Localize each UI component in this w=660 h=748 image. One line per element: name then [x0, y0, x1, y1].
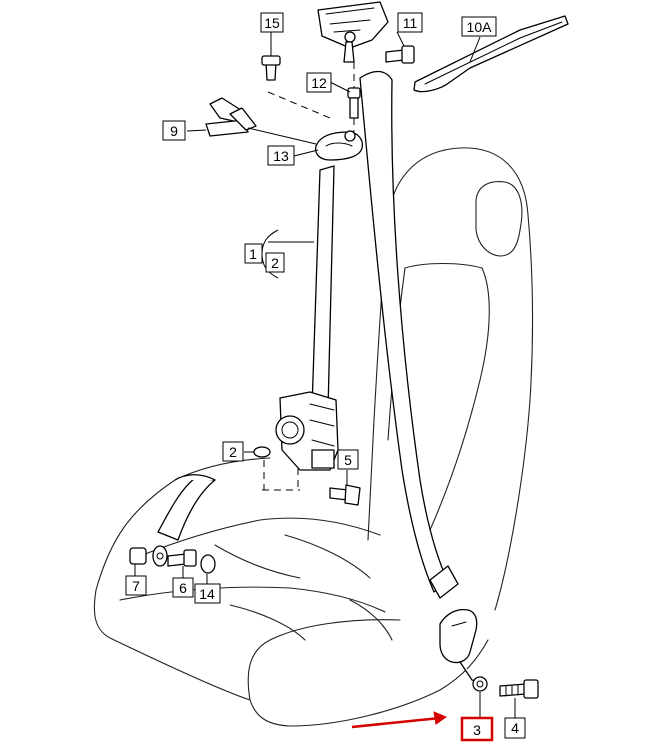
callout-3-text: 3: [473, 722, 481, 738]
leader-lines: [134, 31, 516, 718]
callout-3: 3: [460, 716, 494, 742]
callout-7-text: 7: [132, 578, 140, 594]
retractor-bolt: [329, 484, 361, 506]
callout-11: 11: [397, 12, 423, 33]
callout-4: 4: [504, 717, 526, 739]
callout-13-text: 13: [273, 148, 289, 164]
callout-2-upper-text: 2: [271, 255, 279, 271]
callout-5-text: 5: [344, 452, 352, 468]
callout-10A: 10A: [461, 16, 497, 37]
buckle-3: [439, 608, 488, 692]
cap-14: [200, 554, 216, 574]
bolt-11: [385, 45, 415, 64]
callout-1-text: 1: [249, 246, 257, 262]
callout-2-lower-text: 2: [229, 444, 237, 460]
callout-9-text: 9: [170, 123, 178, 139]
callout-2-lower: 2: [222, 441, 244, 462]
bolt-12: [347, 87, 361, 119]
highlight-arrow: [351, 711, 448, 729]
callout-12-text: 12: [311, 75, 327, 91]
callout-7: 7: [125, 575, 147, 596]
callout-12: 12: [306, 72, 332, 93]
anchor-sleeve-7: [129, 547, 147, 565]
anchor-plate: [152, 545, 168, 567]
callout-5: 5: [337, 449, 359, 470]
callout-1: 1: [244, 243, 263, 264]
bolt-6: [167, 549, 197, 567]
bolt-4: [499, 679, 539, 699]
retractor-5: [275, 391, 339, 471]
clip-9: [205, 97, 257, 137]
callout-9: 9: [162, 120, 186, 141]
callout-15-text: 15: [264, 15, 280, 31]
callout-11-text: 11: [403, 15, 418, 31]
callout-2-upper: 2: [265, 252, 285, 273]
trim-strip-10A: [413, 15, 569, 93]
callout-4-text: 4: [511, 720, 519, 736]
height-adjuster: [317, 1, 389, 63]
callout-6-text: 6: [179, 580, 187, 596]
callout-6: 6: [172, 577, 194, 598]
belt-guide-13: [314, 130, 364, 161]
cap-2: [253, 446, 271, 458]
belt-tongue: [429, 565, 459, 599]
belt-webbing: [157, 70, 449, 593]
callout-14: 14: [194, 583, 221, 604]
callout-13: 13: [267, 145, 295, 166]
callout-10A-text: 10A: [467, 19, 493, 35]
callout-15: 15: [260, 12, 284, 33]
bolt-15: [261, 55, 281, 81]
callout-14-text: 14: [199, 586, 215, 602]
